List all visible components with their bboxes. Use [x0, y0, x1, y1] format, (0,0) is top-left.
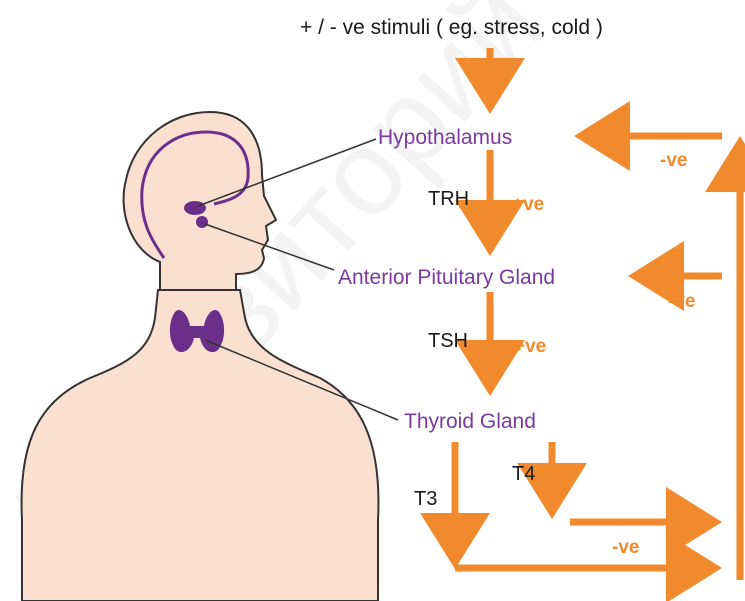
t3-label: T3: [414, 488, 437, 510]
thyroid-label: Thyroid Gland: [404, 410, 536, 433]
pituitary-label: Anterior Pituitary Gland: [338, 266, 555, 289]
tsh-label: TSH: [428, 330, 468, 352]
neg-label-pituitary: -ve: [668, 291, 695, 312]
pituitary-organ: [196, 216, 208, 228]
positive-label-2: +ve: [514, 336, 546, 357]
t4-label: T4: [512, 463, 535, 485]
head: [124, 112, 276, 290]
neg-label-thyroid-hormones: -ve: [612, 537, 639, 558]
hypothalamus-organ: [184, 201, 206, 215]
stimuli-label: + / - ve stimuli ( eg. stress, cold ): [300, 16, 603, 39]
neg-label-hypothalamus: -ve: [660, 150, 687, 171]
hypothalamus-label: Hypothalamus: [378, 126, 512, 149]
positive-label-1: +ve: [512, 194, 544, 215]
trh-label: TRH: [428, 188, 469, 210]
